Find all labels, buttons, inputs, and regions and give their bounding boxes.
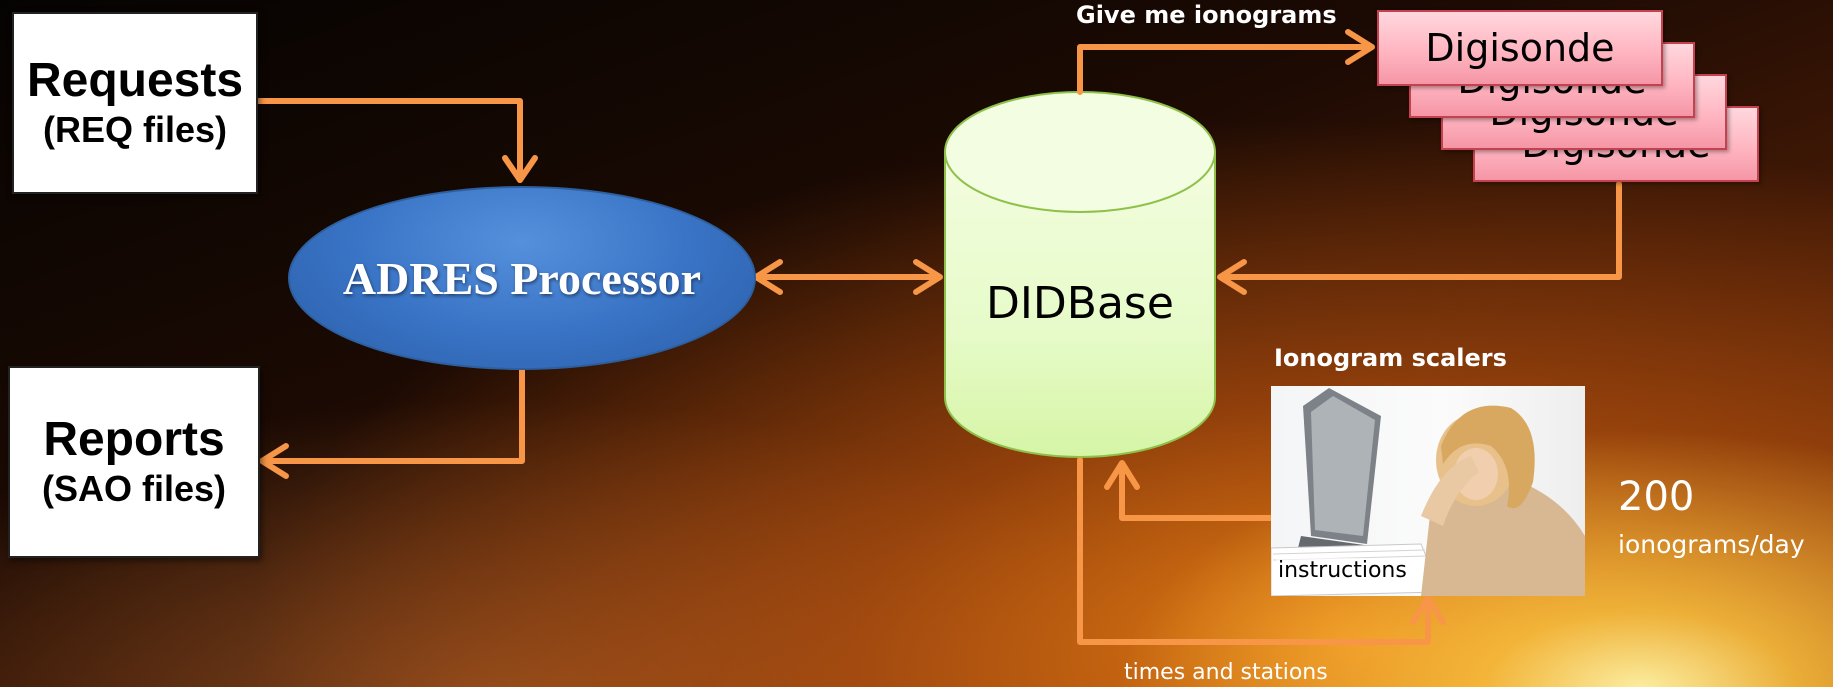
arrowhead-didbase-to-digisonde: [1345, 29, 1375, 65]
arrow-didbase-to-scalers: [1077, 457, 1431, 645]
reports-title: Reports: [43, 413, 225, 466]
arrowhead-didbase-side: [913, 259, 943, 295]
arrowhead-adres-to-reports: [259, 443, 289, 479]
arrowhead-digisonde-to-didbase: [1217, 259, 1247, 295]
arrowhead-adres-side: [753, 259, 783, 295]
reports-subtitle: (SAO files): [41, 468, 227, 509]
didbase-label: DIDBase: [986, 278, 1174, 329]
arrow-requests-to-adres: [253, 98, 523, 183]
person-figure-icon: [1421, 405, 1585, 596]
reports-box: Reports (SAO files): [8, 366, 260, 558]
arrow-scalers-to-didbase: [1119, 462, 1273, 521]
instructions-label: instructions: [1276, 558, 1409, 583]
adres-processor-node: ADRES Processor: [288, 186, 756, 370]
adres-processor-label: ADRES Processor: [342, 252, 702, 304]
didbase-cylinder: [944, 91, 1216, 458]
requests-box: Requests (REQ files): [12, 12, 258, 194]
give-me-ionograms-label: Give me ionograms: [1076, 1, 1337, 29]
ionogram-scaler-photo: instructions: [1271, 386, 1585, 596]
ionogram-scalers-label: Ionogram scalers: [1274, 344, 1507, 372]
monitor-icon: [1297, 388, 1381, 562]
arrowhead-requests-to-adres: [502, 155, 538, 183]
requests-title: Requests: [26, 54, 244, 107]
arrow-didbase-to-digisonde: [1077, 44, 1373, 95]
arrow-digisonde-to-didbase: [1219, 181, 1622, 280]
digisonde-box: Digisonde: [1377, 10, 1663, 86]
arrow-adres-to-reports: [261, 365, 525, 464]
requests-subtitle: (REQ files): [42, 109, 228, 150]
arrowhead-scalers-to-didbase: [1104, 460, 1140, 490]
ionogram-count-value: 200: [1618, 474, 1695, 520]
ionogram-count-unit: ionograms/day: [1618, 530, 1805, 559]
times-and-stations-label: times and stations: [1124, 660, 1328, 685]
scaler-photo-illustration: [1271, 388, 1585, 596]
arrowhead-didbase-to-scalers: [1410, 595, 1446, 625]
